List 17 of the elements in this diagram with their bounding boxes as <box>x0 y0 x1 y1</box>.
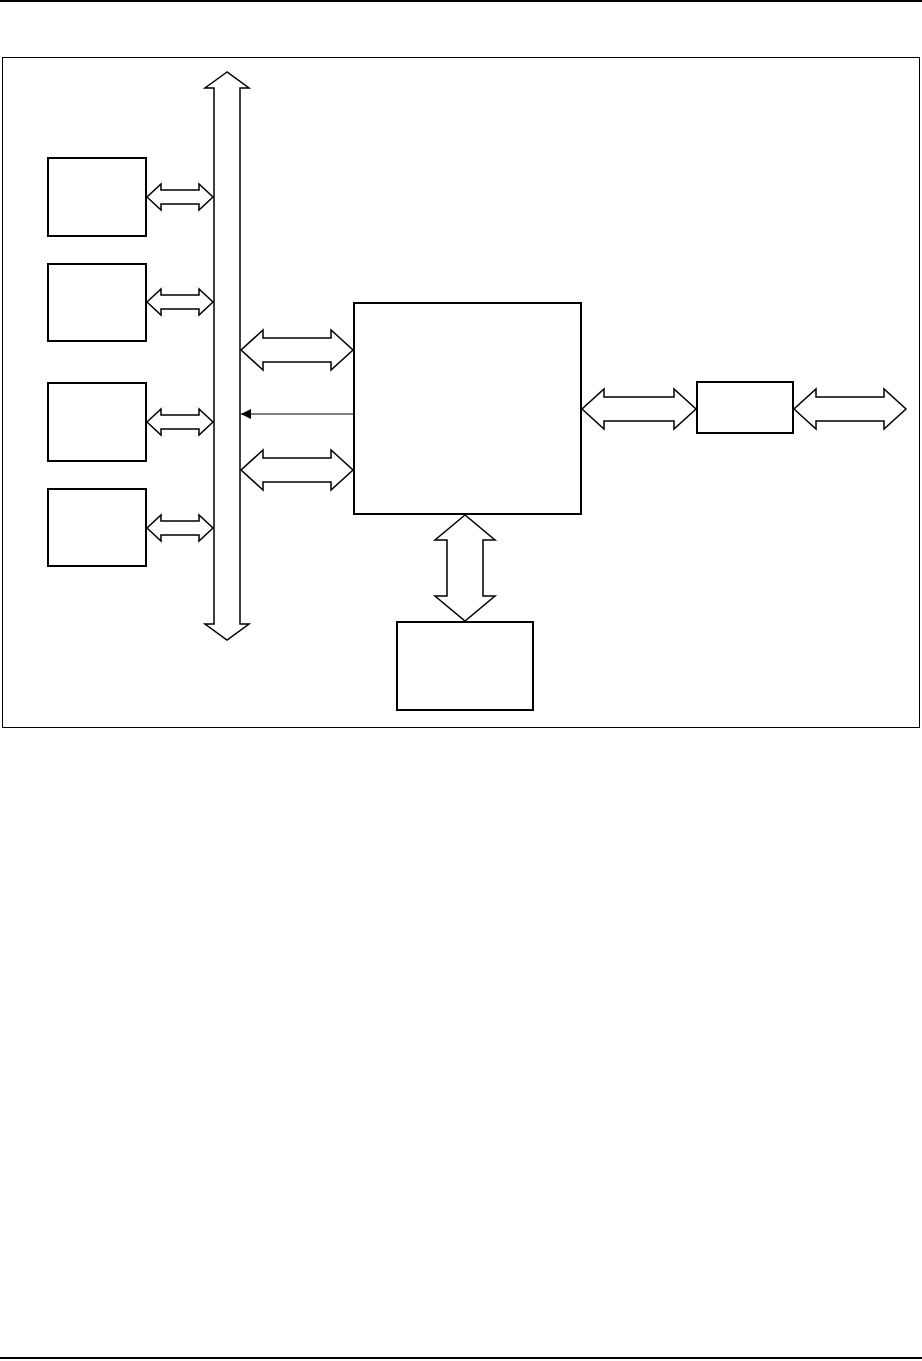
double-block-arrow <box>145 407 215 437</box>
double-block-arrow <box>432 514 498 622</box>
block-box <box>47 157 147 237</box>
double-block-arrow <box>145 513 215 543</box>
block-box <box>47 382 147 462</box>
double-block-arrow <box>145 287 215 317</box>
double-block-arrow <box>239 448 355 492</box>
block-box <box>47 263 147 342</box>
double-block-arrow <box>239 328 355 372</box>
block-box <box>47 488 147 567</box>
block-box <box>353 302 582 515</box>
double-block-arrow <box>145 182 215 212</box>
double-block-arrow <box>792 387 908 431</box>
block-box <box>696 381 794 434</box>
block-box <box>396 621 534 711</box>
arrow <box>240 409 354 419</box>
double-block-arrow <box>580 387 698 431</box>
